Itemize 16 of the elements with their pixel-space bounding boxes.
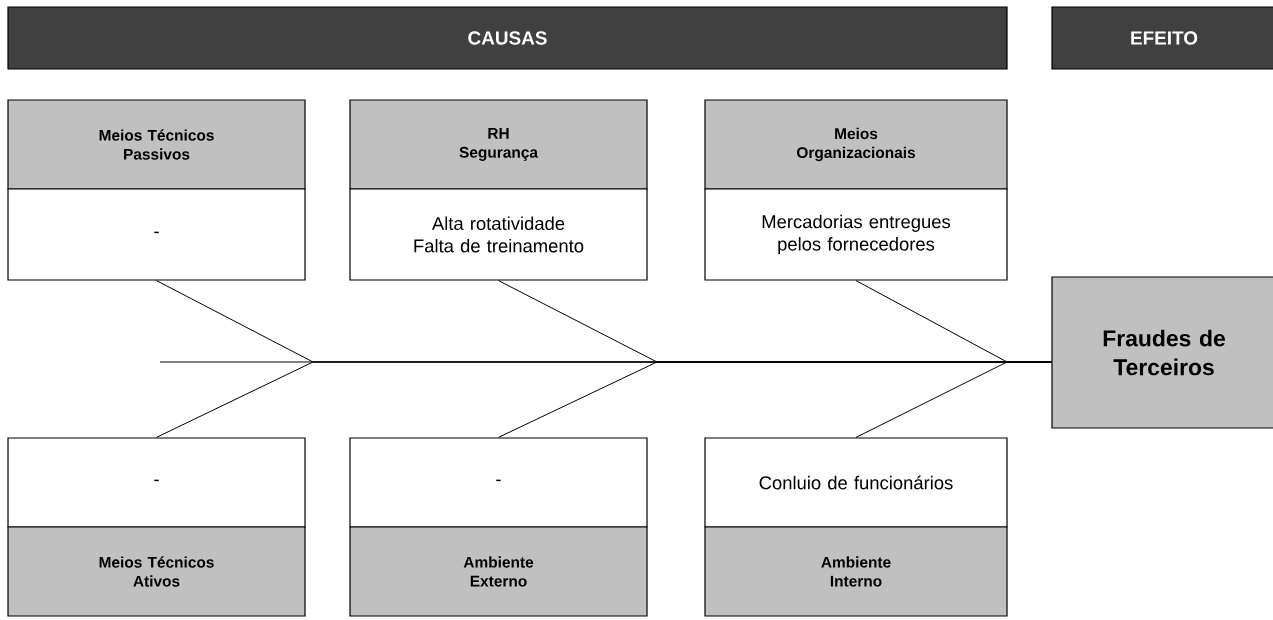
cause-box: Mercadorias entregues pelos fornecedores <box>704 188 1008 281</box>
category-box: Ambiente Interno <box>704 526 1008 617</box>
cause-box: - <box>349 437 648 528</box>
cause-box: Alta rotatividade Falta de treinamento <box>349 188 648 281</box>
cause-box: - <box>7 188 306 281</box>
cause-box: Conluio de funcionários <box>704 437 1008 528</box>
fishbone-line <box>855 361 1052 438</box>
category-box: Meios Organizacionais <box>704 99 1008 190</box>
effect-box: Fraudes de Terceiros <box>1051 276 1273 429</box>
category-box: Ambiente Externo <box>349 526 648 617</box>
banner: CAUSAS <box>7 6 1008 70</box>
category-box: RH Segurança <box>349 99 648 190</box>
banner: EFEITO <box>1051 6 1273 70</box>
category-box: Meios Técnicos Passivos <box>7 99 306 190</box>
category-box: Meios Técnicos Ativos <box>7 526 306 617</box>
cause-box: - <box>7 437 306 528</box>
